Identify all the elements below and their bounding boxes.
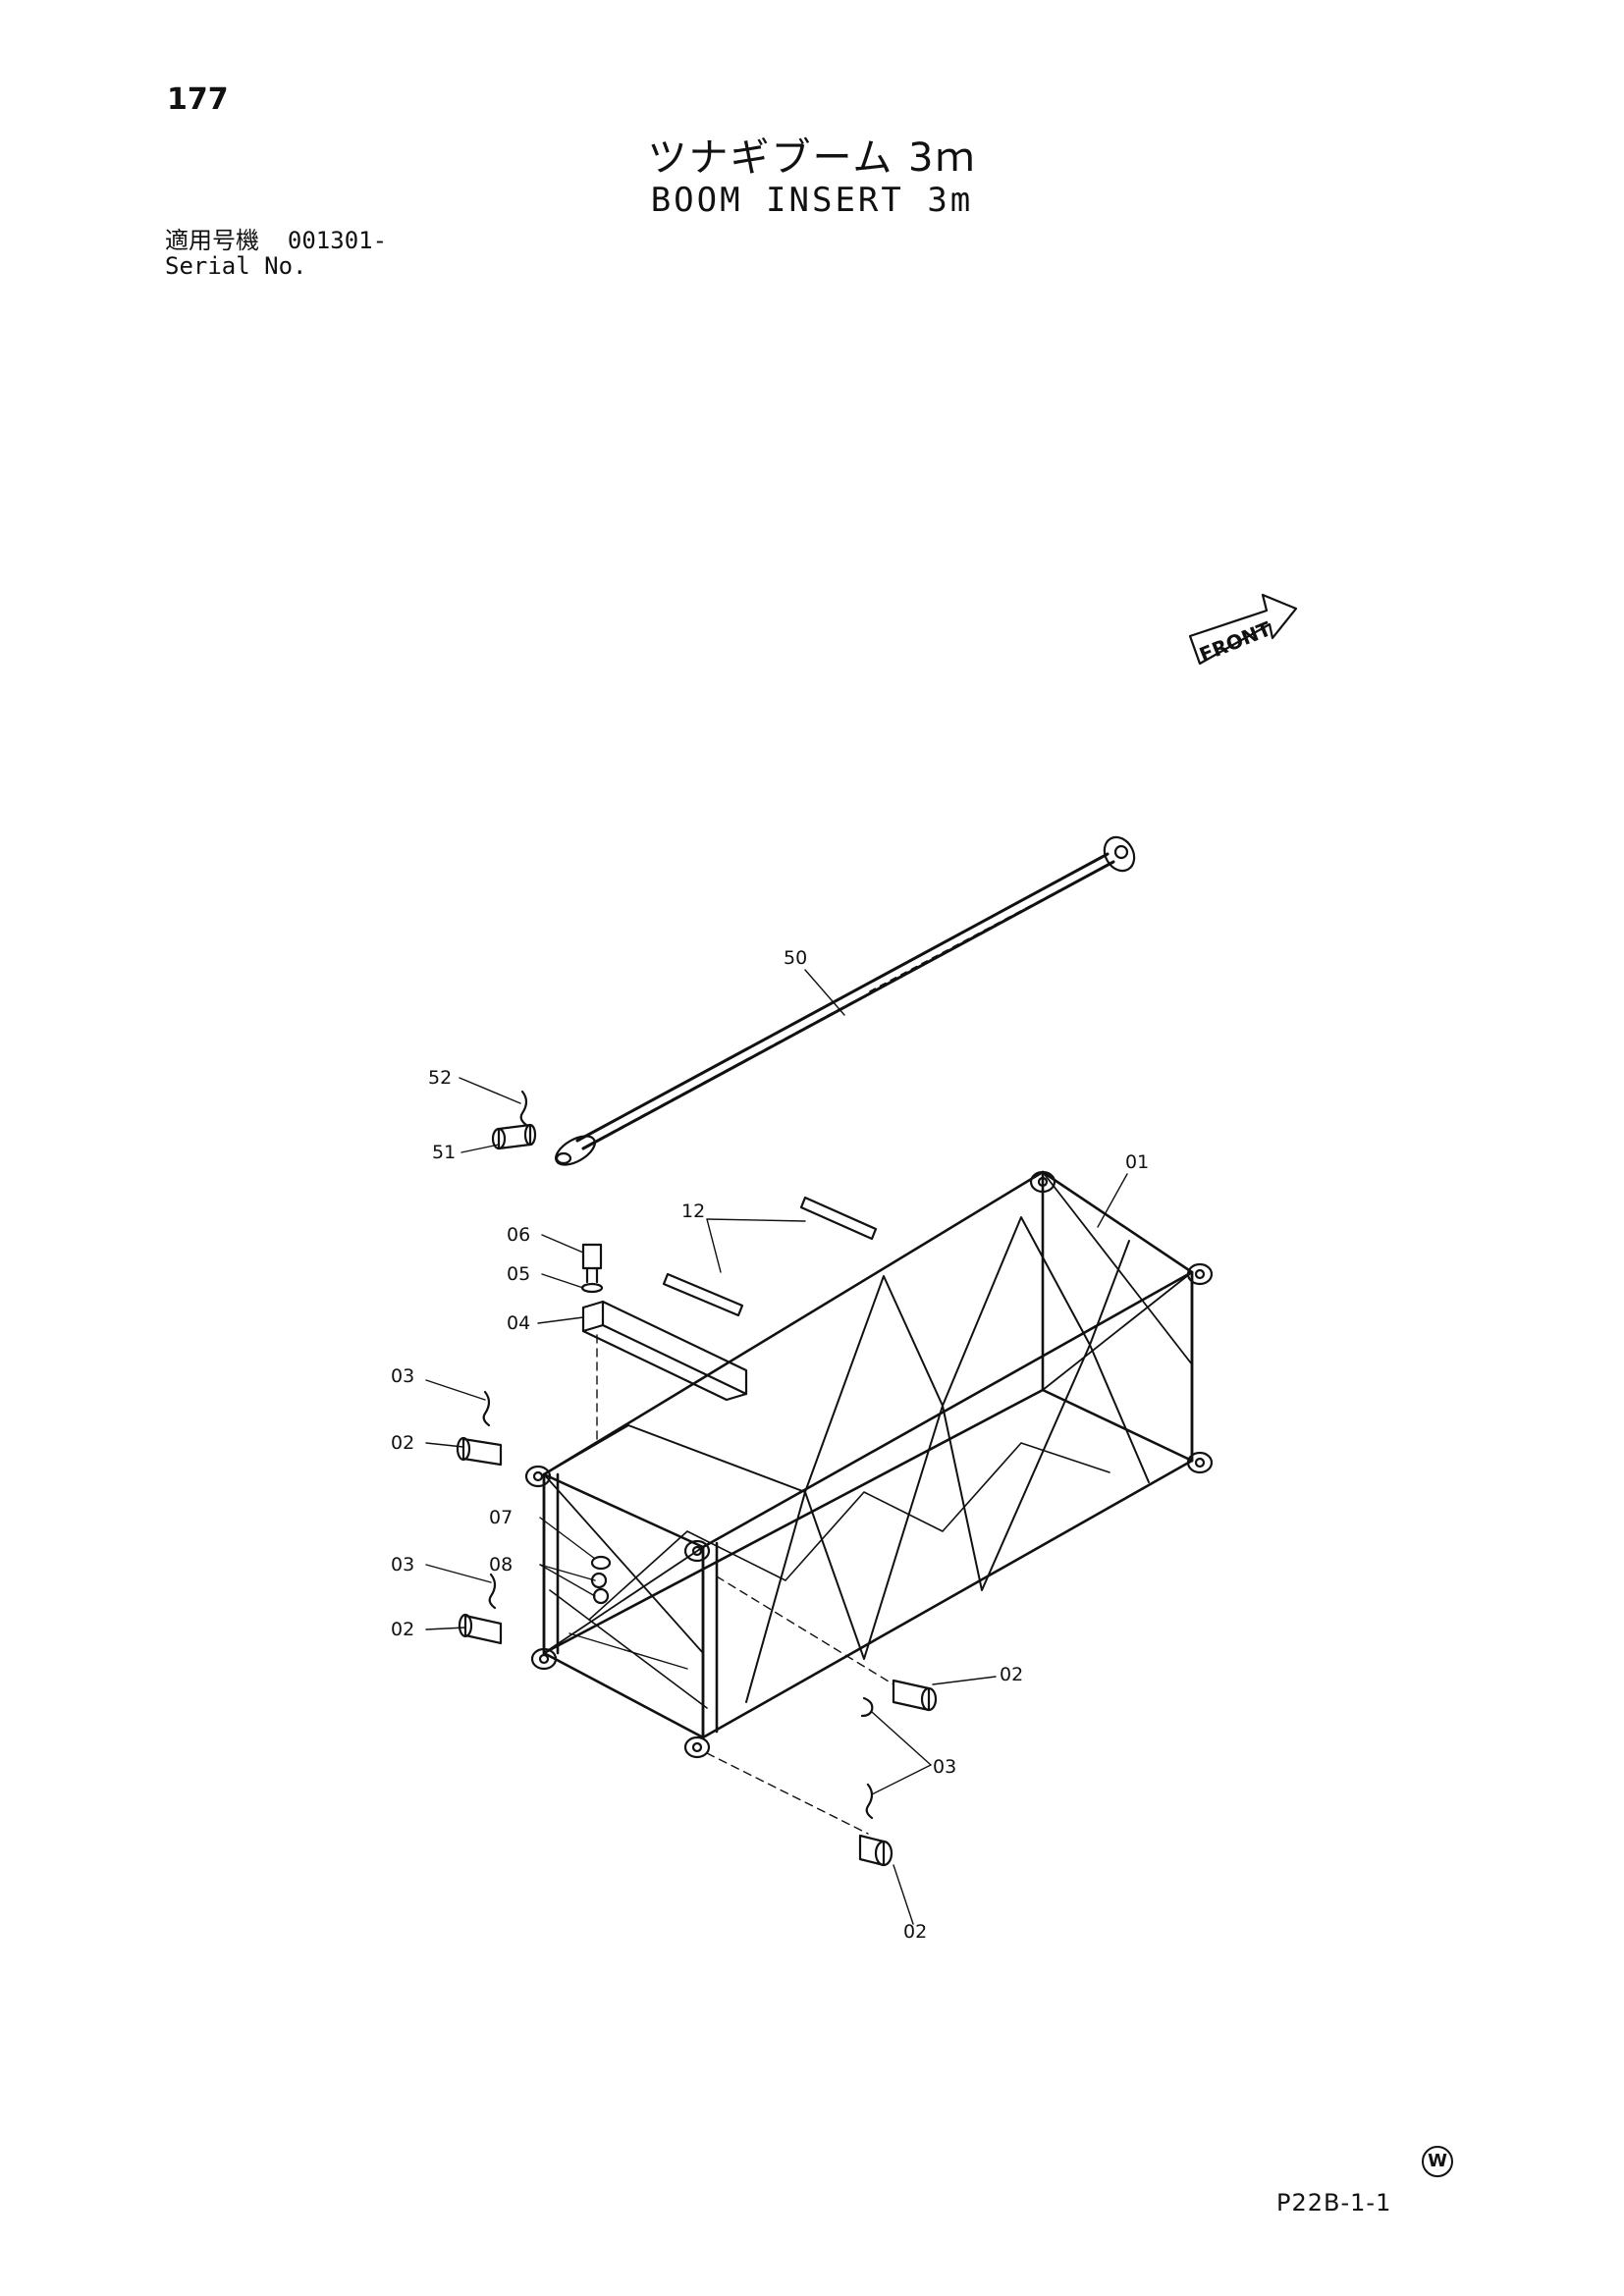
clip-03-right-icon: [860, 1696, 874, 1718]
leader-lines: [425, 969, 1128, 1925]
page-title-japanese: ツナギブーム 3ｍ: [647, 135, 977, 181]
pin-02-right-icon: [892, 1679, 938, 1712]
pin-02-bottom-icon: [858, 1834, 893, 1867]
clip-03-lower-icon: [488, 1573, 497, 1610]
w-mark-icon: W: [1422, 2146, 1453, 2177]
callout-04: 04: [507, 1312, 530, 1334]
callout-06: 06: [507, 1224, 530, 1246]
callout-labels: 50 52 51 12 01 06 05 04 03 02 07 08 03 0…: [391, 947, 1149, 1943]
pin-02-upper-icon: [456, 1436, 503, 1467]
clip-52-icon: [519, 1090, 528, 1127]
dashed-line-right: [716, 1575, 894, 1685]
washer-07-icon: [590, 1555, 612, 1571]
washer-05-icon: [580, 1282, 604, 1294]
front-text: FRONT: [1196, 616, 1274, 667]
front-label: FRONT: [1196, 616, 1274, 667]
dashed-line-bottom: [706, 1752, 869, 1835]
callout-03-right: 03: [933, 1756, 956, 1778]
callout-01: 01: [1125, 1151, 1149, 1173]
callout-12: 12: [681, 1201, 705, 1222]
boom-insert-frame: [542, 1170, 1194, 1739]
clip-03-upper-icon: [482, 1390, 491, 1427]
sheet-code: P22B-1-1: [1276, 2189, 1392, 2216]
serial-info: 適用号機 001301- Serial No.: [165, 228, 387, 279]
page-title-english: BOOM INSERT 3m: [650, 181, 974, 220]
pin-02-lower-icon: [458, 1613, 503, 1645]
page-number: 177: [167, 82, 229, 117]
callout-03-upper: 03: [391, 1365, 414, 1387]
callout-08: 08: [489, 1554, 513, 1575]
frame-lugs: [524, 1170, 1214, 1759]
serial-value: 001301-: [287, 227, 388, 254]
callout-52: 52: [428, 1067, 452, 1089]
serial-label-en: Serial No.: [165, 252, 307, 280]
callout-02-bottom: 02: [903, 1921, 927, 1943]
plate-04-icon: [581, 1300, 748, 1402]
nut-08-icon: [590, 1572, 610, 1605]
clip-03-bottom-icon: [865, 1783, 874, 1820]
callout-50: 50: [784, 947, 807, 969]
rod-12-icon: [662, 1196, 878, 1317]
callout-07: 07: [489, 1507, 513, 1528]
pendant-rope: [555, 835, 1136, 1166]
callout-51: 51: [432, 1142, 456, 1163]
serial-row-jp: 適用号機 001301-: [165, 228, 387, 253]
callout-05: 05: [507, 1263, 530, 1285]
bolt-06-icon: [581, 1243, 603, 1284]
callout-03-lower: 03: [391, 1554, 414, 1575]
callout-02-lower: 02: [391, 1619, 414, 1640]
callout-02-right: 02: [1000, 1664, 1023, 1685]
callout-02-upper: 02: [391, 1432, 414, 1454]
pin-51-icon: [491, 1123, 537, 1150]
serial-label-jp: 適用号機: [165, 227, 259, 254]
front-arrow-icon: [1188, 593, 1298, 666]
